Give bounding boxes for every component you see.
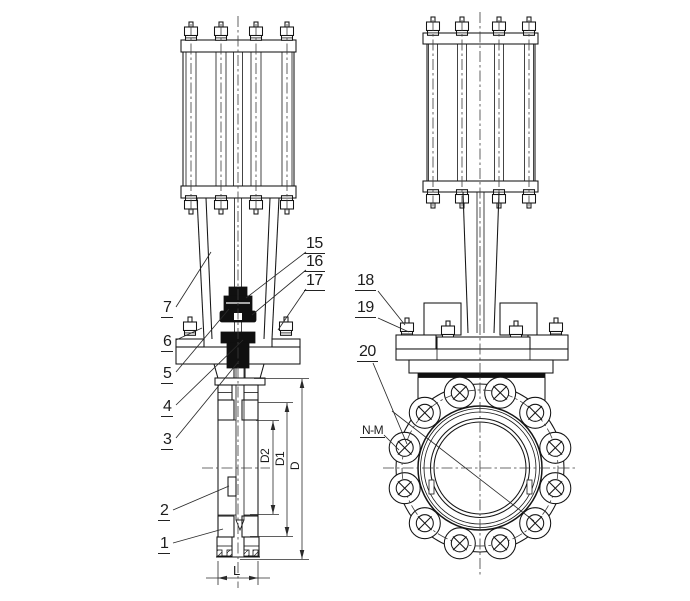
callout-7: 7 (161, 299, 174, 318)
dim-label-L: L (233, 563, 240, 578)
leader-lines-front (372, 290, 410, 451)
tie-rods-side (185, 52, 293, 186)
callout-1: 1 (158, 535, 171, 554)
valve-stem (234, 198, 242, 332)
valve-body-section (214, 377, 266, 558)
side-section-view (172, 16, 309, 588)
gate-tab (227, 476, 237, 497)
callout-17: 17 (304, 272, 325, 291)
callout-20: 20 (357, 343, 378, 362)
dimension-D2 (250, 420, 279, 515)
callout-5: 5 (161, 365, 174, 384)
bottom-flange (216, 536, 260, 558)
section-diagonal (391, 410, 535, 522)
dimension-L (206, 561, 270, 585)
tie-rods-front (428, 44, 534, 181)
centerlines-front (383, 12, 577, 576)
flange-bolts (395, 383, 565, 553)
centerlines-side (190, 16, 288, 588)
pneumatic-cylinder-front (422, 16, 539, 209)
dim-label-D1: D1 (273, 451, 287, 467)
dimension-D (240, 378, 309, 560)
front-view (372, 12, 577, 576)
callout-15: 15 (304, 235, 325, 254)
dim-label-D: D (288, 461, 302, 471)
callout-6: 6 (161, 333, 174, 352)
callout-16: 16 (304, 253, 325, 272)
callout-3: 3 (161, 431, 174, 450)
callout-18: 18 (355, 272, 376, 291)
dim-label-D2: D2 (258, 448, 272, 464)
stem-cover-column (462, 191, 500, 334)
cylinder-bolts-front (425, 16, 537, 209)
callout-19: 19 (355, 299, 376, 318)
dimension-D1 (250, 402, 293, 537)
callout-2: 2 (158, 502, 171, 521)
leader-lines-side (172, 251, 307, 544)
pneumatic-cylinder-side (180, 21, 297, 215)
gland-flange-assembly (395, 302, 569, 405)
bolt-spec-label: N-M (360, 423, 386, 438)
callout-4: 4 (161, 398, 174, 417)
